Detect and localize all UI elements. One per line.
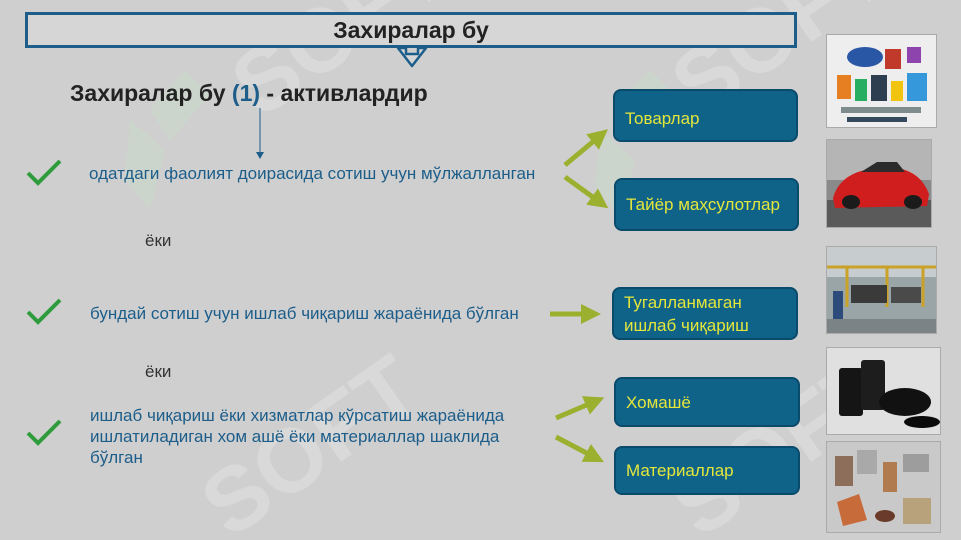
definition-prefix: Захиралар бу — [70, 80, 226, 106]
category-raw-materials: Хомашё — [614, 377, 800, 427]
check-icon — [26, 159, 62, 186]
check-icon — [26, 298, 62, 325]
category-goods: Товарлар — [613, 89, 798, 142]
category-materials: Материаллар — [614, 446, 800, 495]
or-connector-2: ёки — [145, 362, 172, 381]
statement-1: одатдаги фаолият доирасида сотиш учун мў… — [89, 164, 536, 183]
category-work-in-progress: Тугалланмаган ишлаб чиқариш — [612, 287, 798, 340]
materials-photo — [826, 441, 941, 533]
merchandise-photo — [826, 34, 937, 128]
title-pointer-icon — [396, 46, 428, 68]
definition-suffix: - активлардир — [266, 80, 428, 106]
statement-2: бундай сотиш учун ишлаб чиқариш жараёнид… — [90, 304, 519, 323]
red-sports-car-photo — [826, 139, 932, 228]
category-finished-goods: Тайёр маҳсулотлар — [614, 178, 799, 231]
title-frame — [25, 12, 797, 48]
statement-3: ишлаб чиқариш ёки хизматлар кўрсатиш жар… — [90, 406, 505, 467]
down-arrow-icon — [256, 108, 264, 159]
assembly-line-photo — [826, 246, 937, 334]
check-icon — [26, 419, 62, 446]
page-title: Захиралар бу — [333, 17, 489, 43]
definition-heading: Захиралар бу (1) - активлардир — [70, 80, 428, 107]
or-connector-1: ёки — [145, 231, 172, 250]
oil-barrels-photo — [826, 347, 941, 435]
footnote-number: (1) — [231, 80, 261, 106]
